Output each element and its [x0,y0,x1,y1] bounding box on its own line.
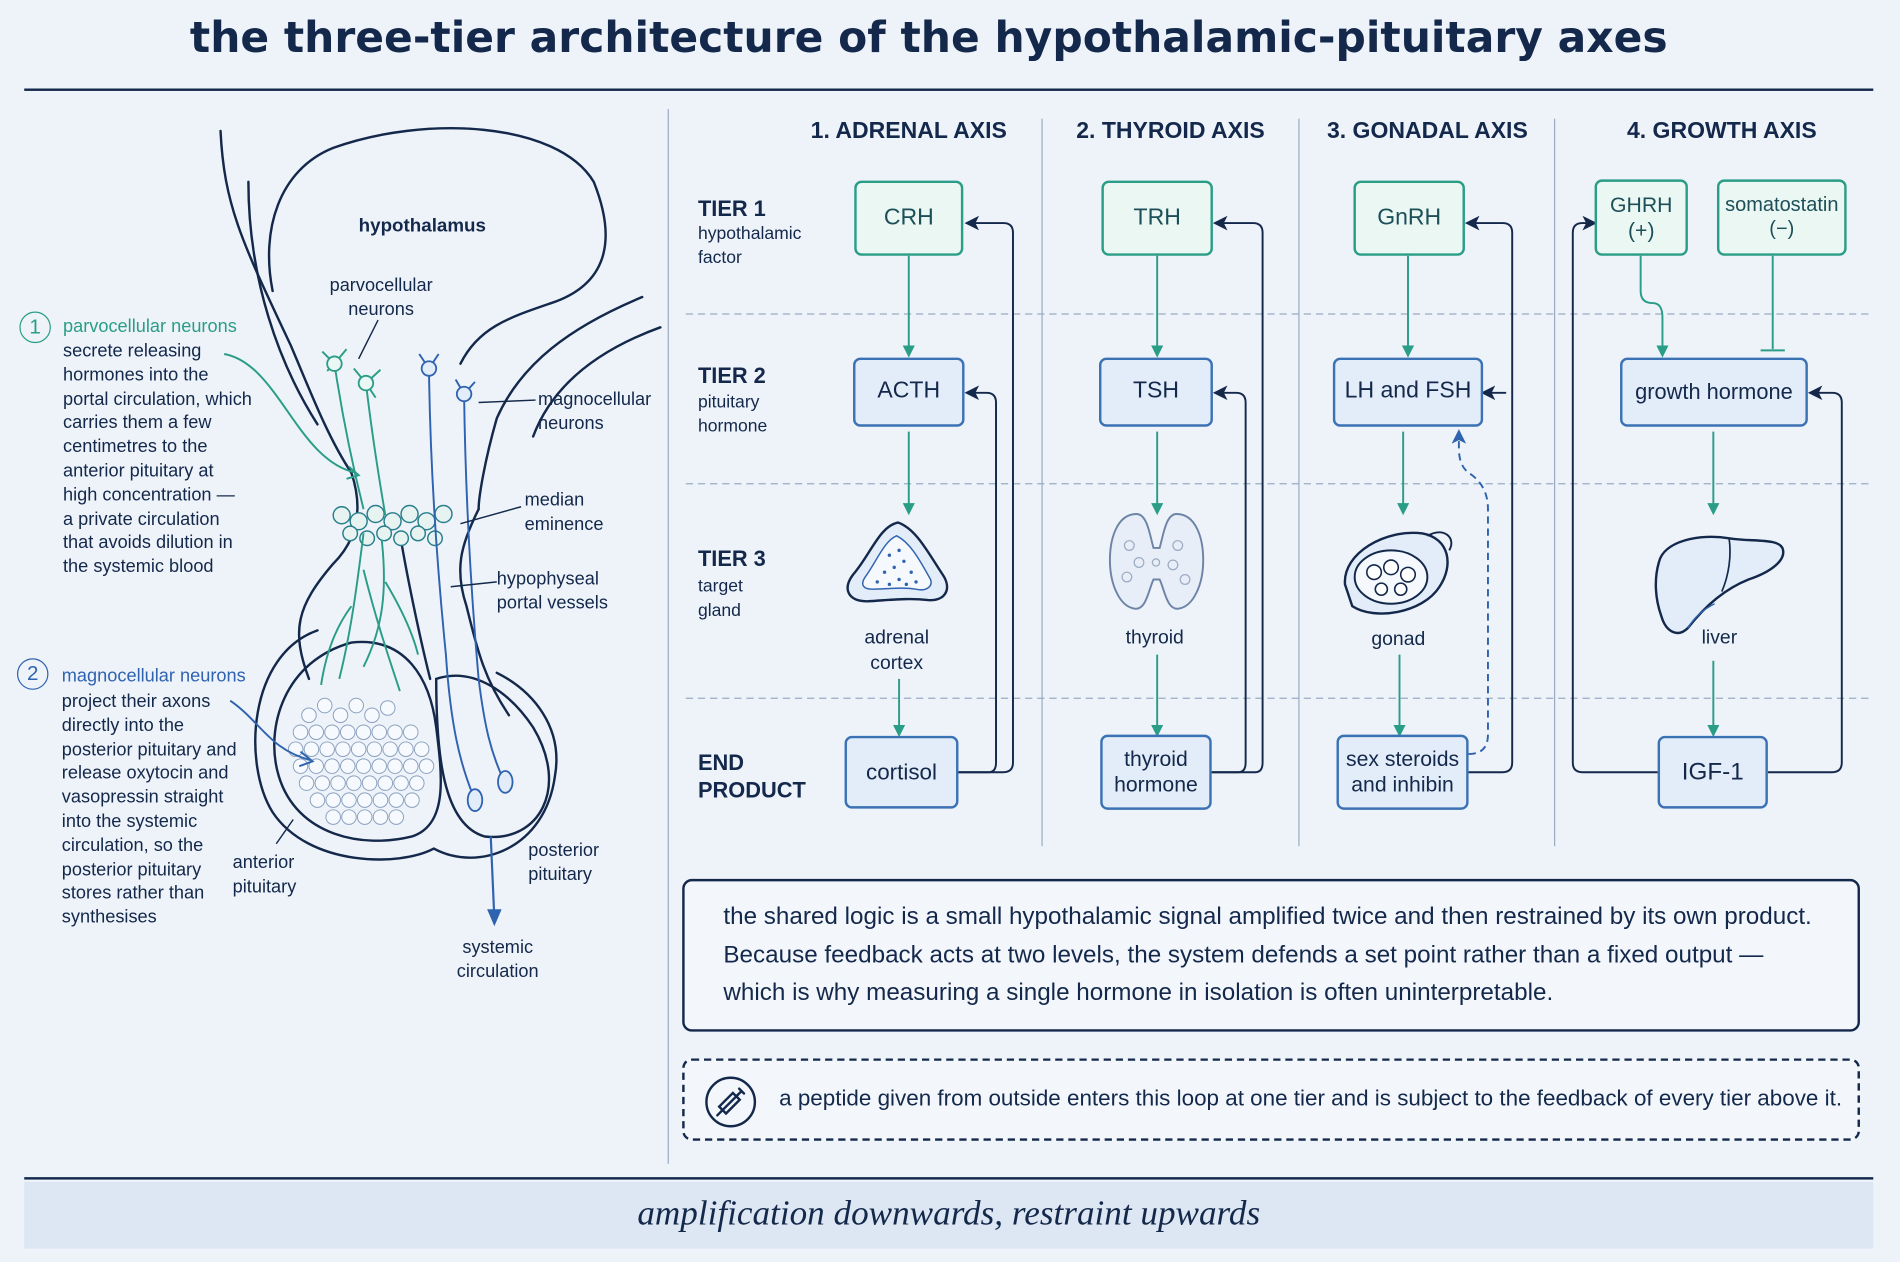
callout-1-heading: parvocellular neurons [63,316,237,338]
syringe-icon [705,1076,757,1128]
tier-1-subtitle: hypothalamic factor [697,224,802,268]
title-rule [24,88,1874,91]
sex-steroids-inhibin-box: sex steroids and inhibin [1336,734,1469,810]
panel-divider [667,109,669,1164]
tier-3-heading: TIER 3 [697,546,766,571]
liver-label: liver [1701,627,1738,649]
liver-icon [1654,535,1785,635]
cortisol-box: cortisol [844,735,959,809]
tsh-box: TSH [1099,357,1213,427]
gnrh-box: GnRH [1353,180,1465,256]
tier-2-heading: TIER 2 [697,363,766,388]
posterior-pituitary-label: posterior pituitary [528,840,600,885]
parvocellular-neurons-label: parvocellular neurons [329,275,433,320]
acth-box: ACTH [853,357,965,427]
ghrh-box: GHRH (+) [1594,179,1688,256]
end-product-heading: END PRODUCT [697,750,806,804]
median-eminence-label: median eminence [524,489,604,535]
growth-hormone-box: growth hormone [1620,357,1808,427]
trh-box: TRH [1101,180,1213,256]
tier-3-subtitle: target gland [697,577,743,621]
crh-box: CRH [854,180,964,256]
footer-tagline: amplification downwards, restraint upwar… [637,1194,1261,1233]
anterior-pituitary-label: anterior pituitary [232,852,297,897]
callout-number-2: 2 [16,658,49,690]
callout-2-heading: magnocellular neurons [61,665,246,687]
axis-header-gonadal: 3. GONADAL AXIS [1326,118,1528,145]
axis-header-thyroid: 2. THYROID AXIS [1076,118,1265,145]
thyroid-gland-icon [1108,513,1205,610]
shared-logic-summary: the shared logic is a small hypothalamic… [682,878,1860,1032]
injection-note-text: a peptide given from outside enters this… [779,1085,1843,1111]
callout-2-text: project their axons directly into the po… [61,691,237,928]
tier-1-heading: TIER 1 [697,196,766,221]
igf1-box: IGF-1 [1657,735,1768,809]
lh-fsh-box: LH and FSH [1332,357,1484,427]
hypophyseal-portal-vessels-label: hypophyseal portal vessels [496,568,608,614]
page-title: the three-tier architecture of the hypot… [189,14,1668,64]
adrenal-gland-icon [846,521,949,603]
injection-note: a peptide given from outside enters this… [682,1058,1860,1141]
axis-header-growth: 4. GROWTH AXIS [1626,118,1817,145]
magnocellular-neurons-label: magnocellular neurons [537,389,652,434]
thyroid-label: thyroid [1125,627,1184,649]
callout-number-1: 1 [19,311,51,344]
footer-banner: amplification downwards, restraint upwar… [24,1181,1874,1249]
axis-header-adrenal: 1. ADRENAL AXIS [810,118,1007,145]
gonad-label: gonad [1371,629,1426,650]
tier-2-subtitle: pituitary hormone [697,392,768,436]
somatostatin-box: somatostatin (−) [1716,179,1847,256]
systemic-circulation-label: systemic circulation [456,937,539,982]
gonad-icon [1343,531,1453,615]
callout-1-text: secrete releasing hormones into the port… [63,340,252,578]
thyroid-hormone-box: thyroid hormone [1100,734,1212,810]
footer-rule [24,1177,1874,1180]
pituitary-anatomy-illustration [219,127,662,927]
hypothalamus-label: hypothalamus [358,215,486,237]
adrenal-cortex-label: adrenal cortex [864,627,929,674]
